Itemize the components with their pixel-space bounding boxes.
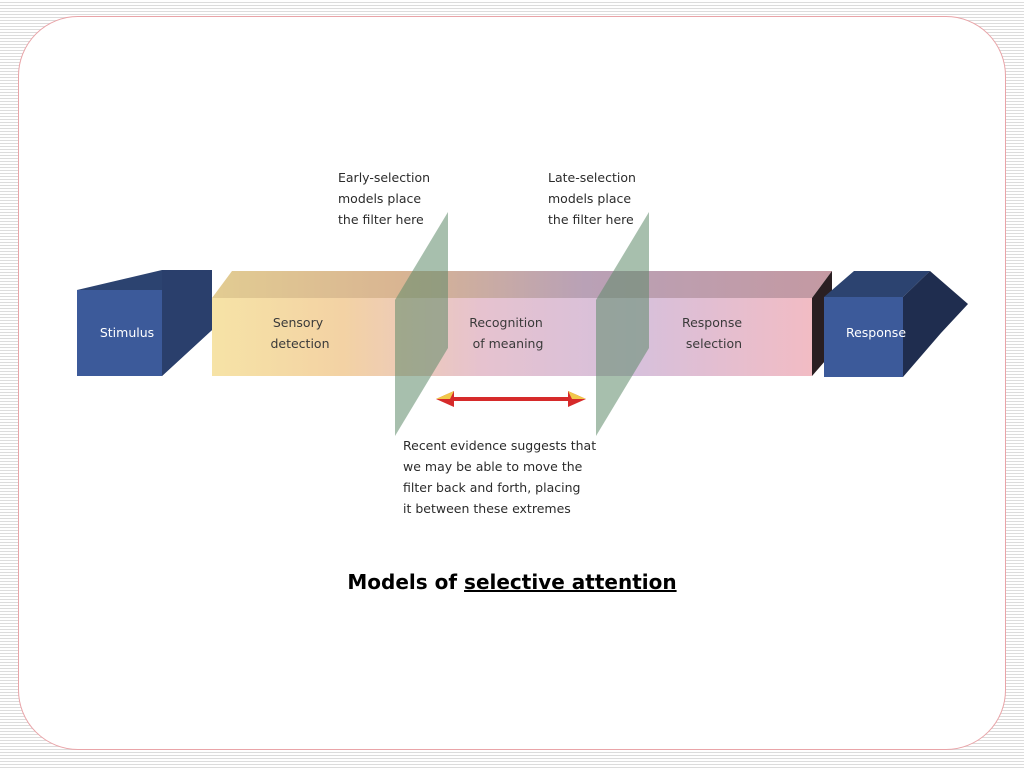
- recognition-of-meaning-label: Recognition of meaning: [469, 315, 547, 351]
- recent-evidence-annotation: Recent evidence suggests that we may be …: [403, 438, 600, 516]
- selective-attention-diagram: Stimulus Sensory detection Recognition o…: [70, 170, 974, 518]
- sensory-detection-label: Sensory detection: [270, 315, 329, 351]
- tube-front-face: [212, 298, 812, 376]
- late-selection-filter: [596, 212, 649, 436]
- slide-caption: Models of selective attention: [0, 570, 1024, 594]
- late-selection-annotation: Late-selection models place the filter h…: [548, 170, 640, 227]
- stimulus-label: Stimulus: [100, 325, 154, 340]
- caption-prefix: Models of: [347, 570, 465, 594]
- early-selection-filter: [395, 212, 448, 436]
- early-selection-annotation: Early-selection models place the filter …: [338, 170, 434, 227]
- response-arrow: Response: [824, 271, 968, 377]
- response-selection-label: Response selection: [682, 315, 746, 351]
- stimulus-arrow: Stimulus: [77, 270, 212, 376]
- caption-emphasis: selective attention: [464, 570, 677, 594]
- response-label: Response: [846, 325, 906, 340]
- tube-top-face: [212, 271, 832, 298]
- double-headed-arrow: [436, 391, 586, 407]
